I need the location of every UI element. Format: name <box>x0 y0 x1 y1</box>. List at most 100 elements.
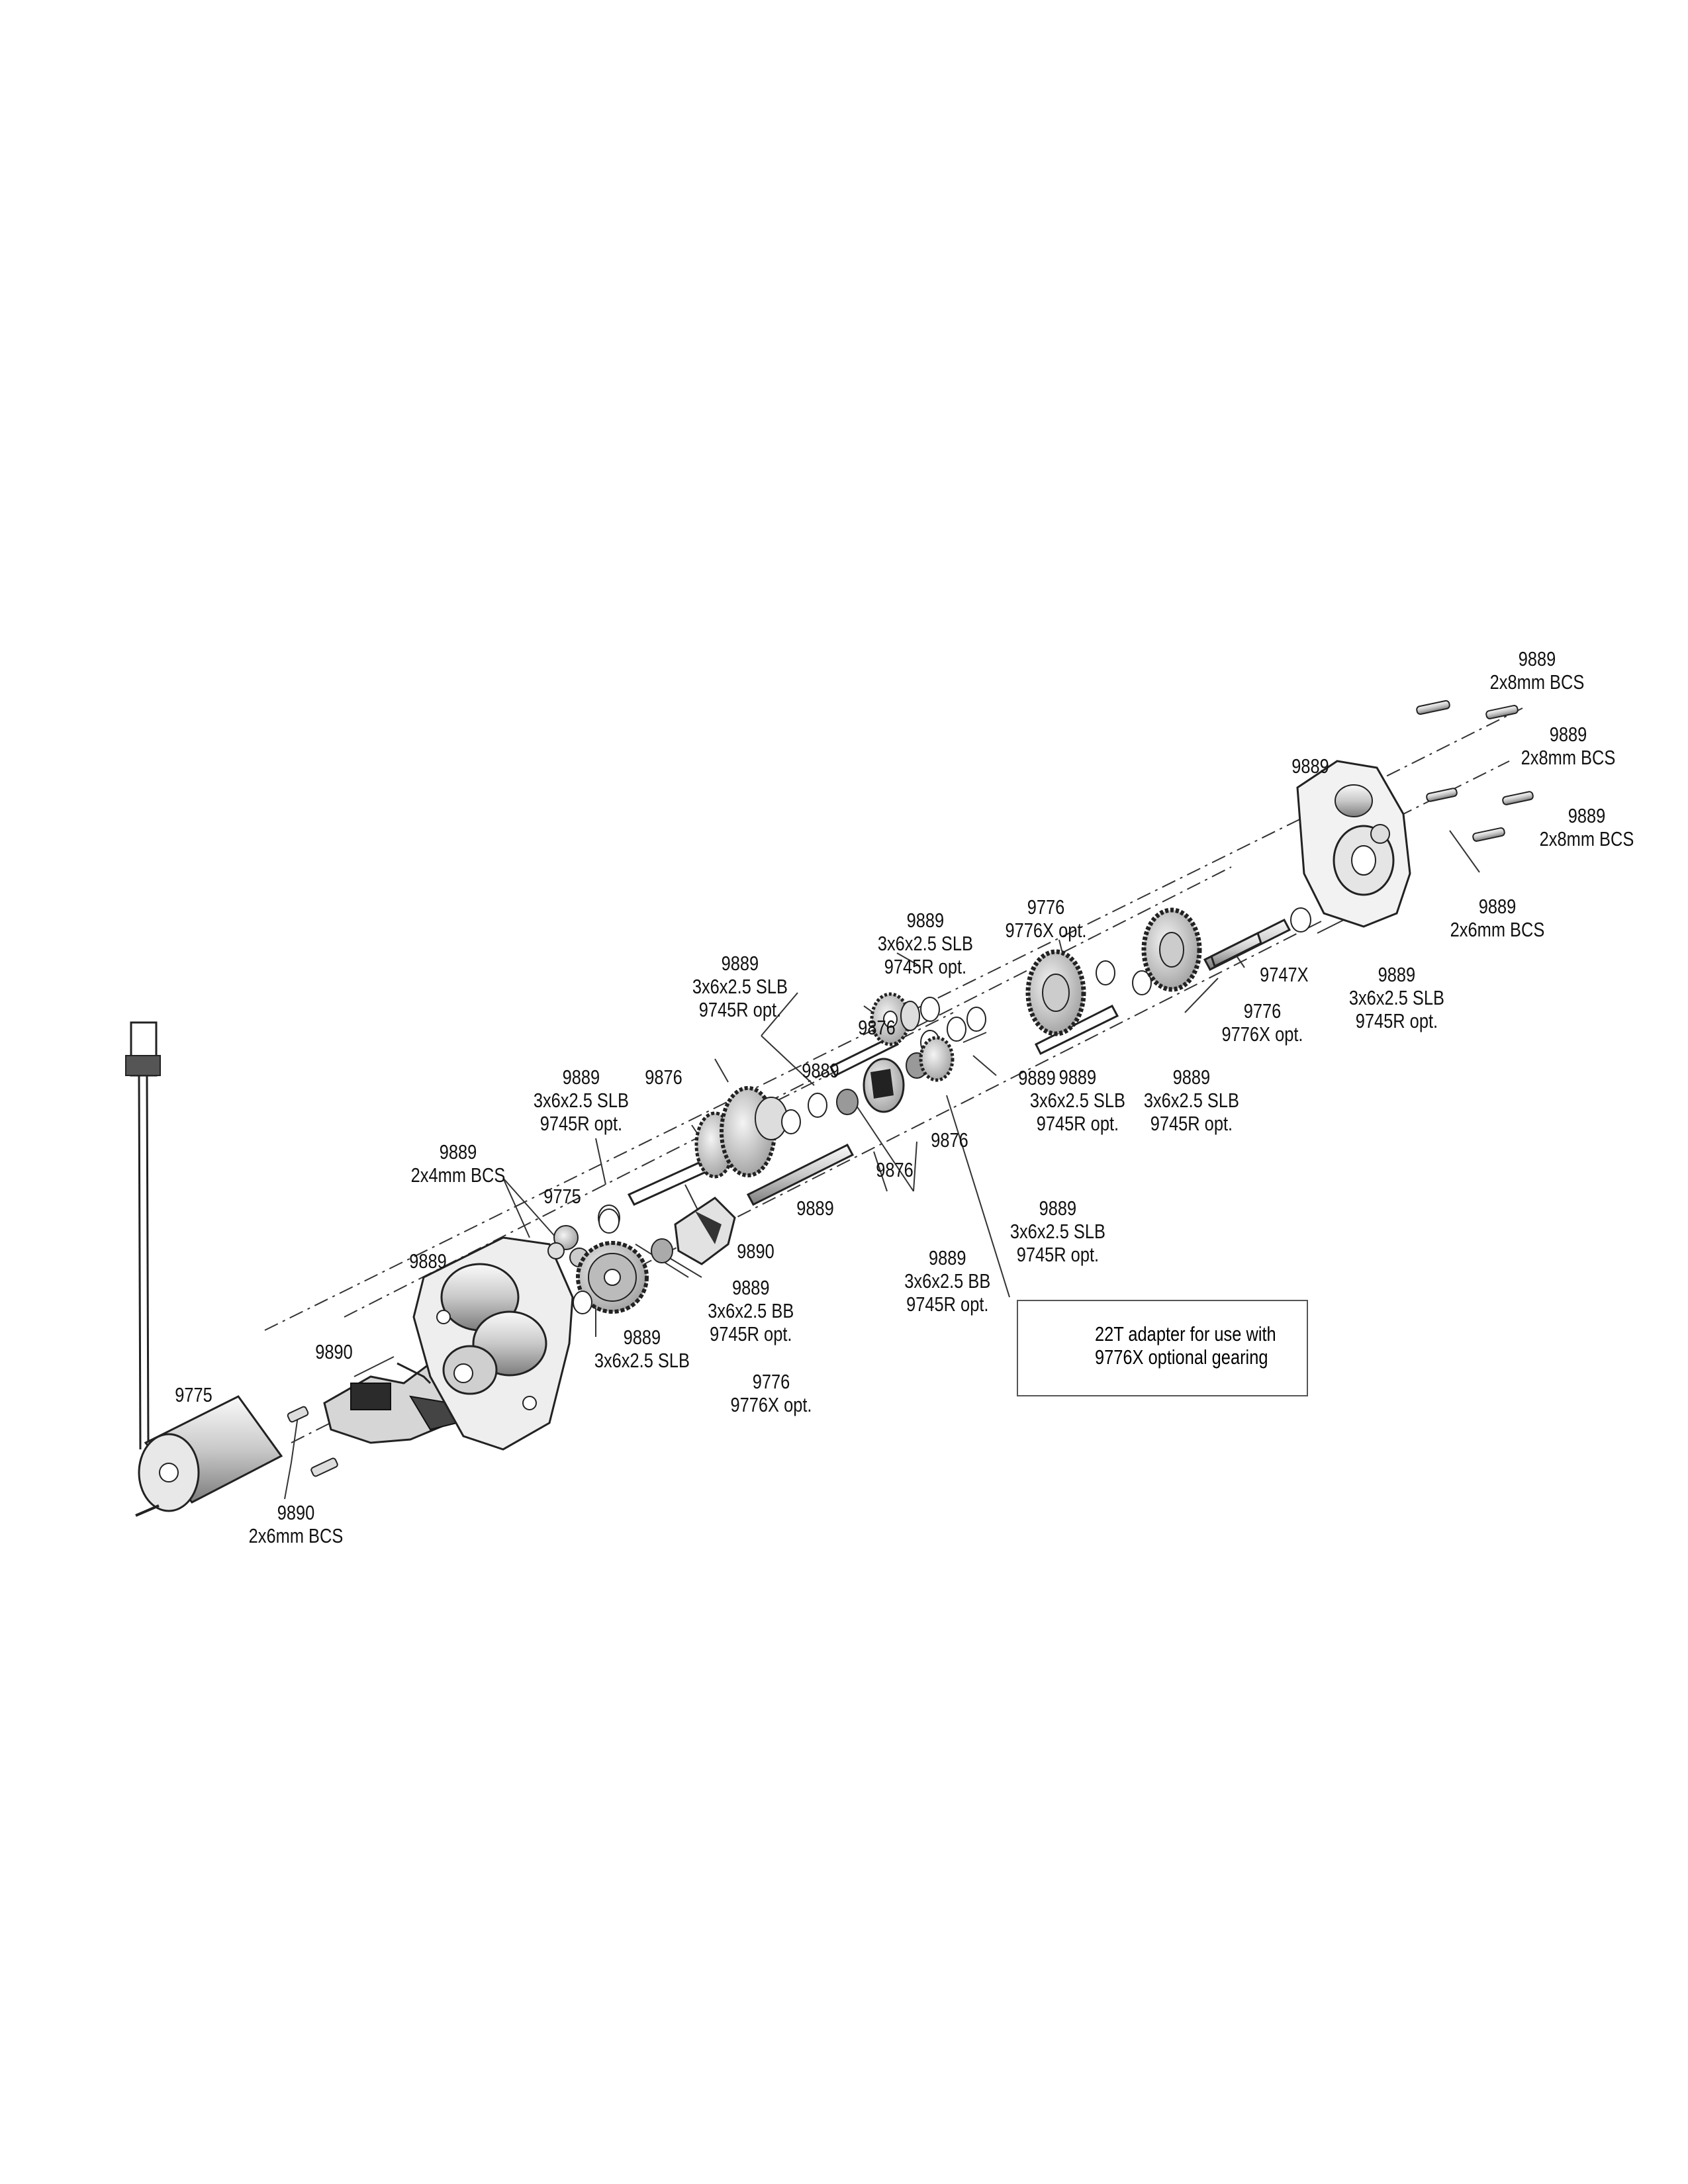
inset-caption: 22T adapter for use with 9776X optional … <box>1095 1322 1276 1369</box>
gear-9876-upper <box>870 992 920 1046</box>
callout-l11: 9889 3x6x2.5 SLB 9745R opt. <box>692 952 788 1021</box>
callout-line: 9745R opt. <box>906 1293 989 1316</box>
callout-line: 9745R opt. <box>1016 1243 1100 1266</box>
callout-l24: 9775 <box>543 1185 581 1208</box>
callout-line: 9889 <box>928 1246 966 1269</box>
callout-l9: 9889 3x6x2.5 SLB 9745R opt. <box>1349 963 1444 1032</box>
callout-l3: 9889 2x8mm BCS <box>1540 804 1634 850</box>
callout-line: 2x8mm BCS <box>1539 827 1634 850</box>
gearbox-cover <box>1296 760 1411 928</box>
callout-line: 9889 <box>1549 723 1587 746</box>
callout-l16: 9876 <box>645 1066 682 1089</box>
shift-fork-9890 <box>323 1362 458 1444</box>
callout-line: 9889 <box>1478 895 1517 918</box>
callout-line: 2x4mm BCS <box>410 1163 506 1187</box>
callout-l15: 9889 3x6x2.5 SLB 9745R opt. <box>1144 1066 1239 1135</box>
callout-line: 2x6mm BCS <box>1450 918 1545 941</box>
callout-line: 9889 <box>1058 1066 1097 1089</box>
callout-l10: 9776 9776X opt. <box>1221 999 1303 1046</box>
shaft-9747x <box>1210 931 1262 968</box>
callout-l1: 9889 2x8mm BCS <box>1490 647 1585 694</box>
callout-l21: 9889 <box>796 1197 834 1220</box>
callout-line: 9876 <box>876 1158 914 1181</box>
spur-gear-9776-lower <box>576 1241 649 1314</box>
callout-line: 9889 <box>439 1140 477 1163</box>
callout-line: 9776 <box>1243 999 1282 1023</box>
cover-screws <box>1416 700 1534 842</box>
callout-line: 9745R opt. <box>698 998 782 1021</box>
callout-l17: 9889 3x6x2.5 SLB 9745R opt. <box>534 1066 629 1135</box>
callout-l26: 9889 3x6x2.5 BB 9745R opt. <box>708 1276 794 1345</box>
callout-line: 3x6x2.5 SLB <box>594 1349 690 1372</box>
callout-line: 9747X <box>1260 963 1309 986</box>
callout-line: 2x8mm BCS <box>1521 746 1616 769</box>
callout-line: 9890 <box>737 1240 774 1263</box>
callout-line: 9776 <box>1027 895 1065 919</box>
callout-line: 3x6x2.5 BB <box>904 1269 991 1293</box>
callout-line: 9745R opt. <box>884 955 967 978</box>
callout-line: 9876 <box>858 1016 896 1039</box>
motor-9775 <box>135 1395 283 1517</box>
callout-l18: 9876 <box>931 1128 968 1152</box>
callout-line: 2x8mm BCS <box>1489 670 1585 694</box>
callout-l30: 9776 9776X opt. <box>730 1370 812 1416</box>
compound-gear-9876-middle <box>863 1036 955 1113</box>
callout-l28: 9889 <box>409 1250 447 1273</box>
callout-line: 9776 <box>752 1370 790 1393</box>
callout-l7: 9889 3x6x2.5 SLB 9745R opt. <box>878 909 973 978</box>
callout-line: 3x6x2.5 SLB <box>1029 1089 1125 1112</box>
gearbox-housing <box>412 1236 574 1451</box>
callout-line: 9745R opt. <box>710 1322 792 1345</box>
motor-screws <box>287 1406 338 1477</box>
callout-l29: 9889 3x6x2.5 SLB <box>594 1326 690 1372</box>
callout-line: 9889 <box>721 952 759 975</box>
callout-l31: 9890 <box>315 1340 353 1363</box>
callout-line: 2x6mm BCS <box>248 1524 344 1547</box>
callout-line: 9889 <box>562 1066 600 1089</box>
callout-line: 9890 <box>315 1340 353 1363</box>
callout-line: 9889 <box>802 1059 839 1082</box>
callout-line: 3x6x2.5 SLB <box>1348 986 1444 1009</box>
callout-line: 9775 <box>543 1185 581 1208</box>
callout-line: 9889 <box>1018 1066 1056 1089</box>
callout-l33: 9890 2x6mm BCS <box>249 1501 344 1547</box>
spur-gear-9776-upper <box>1141 907 1202 992</box>
callout-line: 9889 <box>1518 647 1556 670</box>
callout-line: 9889 <box>1291 754 1329 778</box>
callout-l25: 9890 <box>737 1240 774 1263</box>
callout-l6: 9776 9776X opt. <box>1005 895 1086 942</box>
callout-line: 9745R opt. <box>539 1112 623 1135</box>
inset-box <box>1017 1300 1308 1396</box>
callout-l2: 9889 2x8mm BCS <box>1521 723 1616 769</box>
callout-l14: 9889 3x6x2.5 SLB 9745R opt. <box>1030 1066 1125 1135</box>
callout-line: 3x6x2.5 SLB <box>1009 1220 1105 1243</box>
motor-wire-harness <box>125 1021 161 1450</box>
callout-line: 9889 <box>731 1276 770 1299</box>
compound-gear-9876-left <box>694 1086 788 1179</box>
callout-line: 9776X opt. <box>1221 1023 1303 1046</box>
callout-l27: 9889 3x6x2.5 BB 9745R opt. <box>904 1246 990 1316</box>
callout-line: 9745R opt. <box>1355 1009 1438 1032</box>
callout-line: 9876 <box>931 1128 968 1152</box>
callout-line: 9889 <box>1568 804 1606 827</box>
callout-line: 9876 <box>645 1066 682 1089</box>
callout-line: 9889 <box>1378 963 1416 986</box>
callout-l5: 9889 2x6mm BCS <box>1450 895 1545 941</box>
callout-l8: 9747X <box>1260 963 1309 986</box>
callout-l32: 9775 <box>175 1383 212 1406</box>
callout-l12: 9889 <box>802 1059 839 1082</box>
callout-l22: 9889 3x6x2.5 SLB 9745R opt. <box>1010 1197 1105 1266</box>
callout-line: 3x6x2.5 SLB <box>533 1089 629 1112</box>
callout-l20: 9889 <box>1018 1066 1056 1089</box>
bushings-middle <box>598 997 986 1234</box>
callout-line: 9776X opt. <box>1005 919 1087 942</box>
callout-l13: 9876 <box>858 1016 896 1039</box>
callout-line: 9889 <box>623 1326 661 1349</box>
callout-line: 9889 <box>1172 1066 1211 1089</box>
inset-caption-line: 22T adapter for use with <box>1095 1322 1276 1345</box>
callout-line: 9889 <box>409 1250 447 1273</box>
output-cup-9890 <box>674 1197 736 1265</box>
callout-l23: 9889 2x4mm BCS <box>411 1140 506 1187</box>
callout-line: 9745R opt. <box>1150 1112 1233 1135</box>
